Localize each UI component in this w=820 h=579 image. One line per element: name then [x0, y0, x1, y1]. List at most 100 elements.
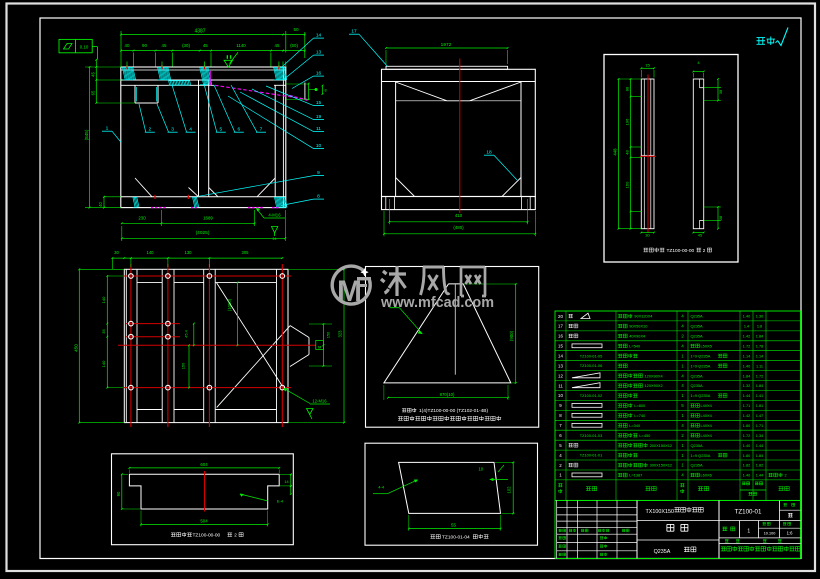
- svg-text:150: 150: [326, 331, 331, 338]
- svg-text:323: 323: [337, 330, 342, 338]
- svg-text:1.47: 1.47: [756, 414, 763, 418]
- svg-text:1.40: 1.40: [743, 444, 750, 448]
- svg-text:200X150X12: 200X150X12: [650, 443, 673, 448]
- svg-text:4: 4: [681, 314, 684, 319]
- svg-text:2: 2: [148, 127, 151, 133]
- svg-text:E-4: E-4: [277, 499, 284, 504]
- svg-text:4387: 4387: [194, 28, 205, 34]
- svg-text:1972: 1972: [441, 42, 452, 48]
- svg-text:Q235A: Q235A: [691, 324, 704, 329]
- svg-text:230: 230: [138, 215, 146, 220]
- svg-text:130: 130: [185, 250, 193, 255]
- svg-text:1.44: 1.44: [743, 394, 750, 398]
- svg-text:40X90X4: 40X90X4: [629, 334, 646, 339]
- svg-text:300X150X12: 300X150X12: [650, 463, 673, 468]
- svg-text:1: 1: [681, 443, 684, 448]
- svg-text:(50): (50): [290, 43, 298, 48]
- svg-text:(900): (900): [509, 330, 514, 341]
- svg-text:TZ100-01-02: TZ100-01-02: [580, 393, 603, 398]
- svg-text:1.32: 1.32: [743, 384, 750, 388]
- svg-text:55: 55: [451, 523, 456, 528]
- svg-text:1.80: 1.80: [743, 424, 750, 428]
- svg-text:18: 18: [486, 150, 492, 156]
- svg-text:7: 7: [260, 127, 263, 133]
- svg-text:TZ100-01: TZ100-01: [735, 509, 762, 516]
- svg-text:38: 38: [718, 215, 723, 220]
- svg-text:1.40: 1.40: [743, 315, 750, 319]
- svg-text:1: 1: [393, 302, 396, 308]
- svg-text:TX100X150: TX100X150: [646, 509, 674, 515]
- svg-text:1.11: 1.11: [756, 364, 763, 368]
- svg-text:9: 9: [559, 403, 562, 408]
- svg-text:1689: 1689: [203, 215, 213, 220]
- svg-text:L=740: L=740: [634, 413, 646, 418]
- svg-text:L=340: L=340: [629, 423, 641, 428]
- svg-text:35: 35: [101, 329, 106, 334]
- svg-text:4-4: 4-4: [378, 485, 385, 490]
- svg-text:1.14: 1.14: [743, 354, 750, 358]
- svg-text:1(4)TZ100-00-00 (TZ102-01-4B): 1(4)TZ100-00-00 (TZ102-01-4B): [419, 408, 488, 414]
- svg-text:0.10: 0.10: [80, 45, 89, 50]
- svg-text:1.71: 1.71: [756, 424, 763, 428]
- svg-text:L50X5: L50X5: [701, 344, 712, 349]
- svg-text:90: 90: [142, 43, 147, 48]
- svg-text:1: 1: [681, 363, 684, 368]
- svg-text:1.80: 1.80: [743, 454, 750, 458]
- svg-text:150: 150: [181, 362, 186, 369]
- svg-text:(480): (480): [453, 225, 464, 230]
- svg-text:TZ100-01-03: TZ100-01-03: [580, 433, 603, 438]
- svg-text:4: 4: [681, 423, 684, 428]
- svg-text:4-M16: 4-M16: [268, 213, 281, 218]
- svg-text:40: 40: [125, 43, 130, 48]
- svg-text:Q235A: Q235A: [691, 314, 704, 319]
- svg-text:6: 6: [559, 433, 562, 438]
- svg-text:1.78: 1.78: [756, 345, 763, 349]
- svg-text:45: 45: [275, 43, 280, 48]
- svg-text:11: 11: [316, 126, 321, 132]
- svg-text:5: 5: [681, 403, 684, 408]
- svg-text:1=9 Q235A: 1=9 Q235A: [691, 363, 711, 368]
- svg-text:TZ100-01-04: TZ100-01-04: [442, 535, 470, 541]
- svg-text:Q235A: Q235A: [691, 373, 704, 378]
- svg-text:1.8: 1.8: [757, 325, 762, 329]
- svg-text:30: 30: [114, 250, 119, 255]
- svg-text:50: 50: [293, 27, 299, 32]
- svg-text:1: 1: [681, 463, 684, 468]
- svg-text:90: 90: [116, 491, 121, 496]
- svg-text:Q235A: Q235A: [654, 549, 671, 555]
- svg-text:L40X4: L40X4: [701, 413, 713, 418]
- svg-text:L=450: L=450: [639, 433, 651, 438]
- svg-text:448: 448: [613, 148, 618, 156]
- svg-text:Q235A: Q235A: [691, 443, 704, 448]
- svg-text:2: 2: [681, 433, 684, 438]
- svg-text:(845): (845): [84, 129, 89, 140]
- svg-text:1.44: 1.44: [756, 474, 763, 478]
- svg-text:7: 7: [559, 423, 562, 428]
- svg-text:45.4: 45.4: [183, 329, 188, 337]
- svg-text:40: 40: [98, 202, 103, 207]
- svg-text:13: 13: [316, 50, 322, 56]
- svg-text:(4025): (4025): [196, 230, 210, 236]
- svg-text:TZ100-00-00: TZ100-00-00: [193, 533, 221, 539]
- svg-text:(30): (30): [182, 43, 190, 48]
- svg-text:4: 4: [681, 344, 684, 349]
- svg-text:2: 2: [703, 248, 706, 253]
- svg-text:2: 2: [681, 334, 684, 339]
- svg-text:L40X4: L40X4: [701, 423, 713, 428]
- svg-text:Q235A: Q235A: [691, 383, 704, 388]
- svg-text:1.4: 1.4: [744, 325, 749, 329]
- svg-text:1.82: 1.82: [756, 464, 763, 468]
- svg-text:L40X4: L40X4: [701, 433, 713, 438]
- svg-text:196: 196: [625, 118, 630, 125]
- svg-text:1.42: 1.42: [743, 414, 750, 418]
- svg-text:1.84: 1.84: [756, 384, 763, 388]
- svg-text:1=9 Q235A: 1=9 Q235A: [691, 393, 711, 398]
- svg-text:1.30: 1.30: [756, 315, 763, 319]
- svg-text:L60X6: L60X6: [701, 473, 712, 478]
- svg-text:1: 1: [681, 453, 684, 458]
- svg-text:2: 2: [234, 533, 237, 538]
- svg-text:16: 16: [316, 71, 322, 77]
- svg-text:1140: 1140: [236, 43, 246, 48]
- svg-text:4: 4: [559, 453, 562, 458]
- svg-text:14: 14: [284, 480, 288, 484]
